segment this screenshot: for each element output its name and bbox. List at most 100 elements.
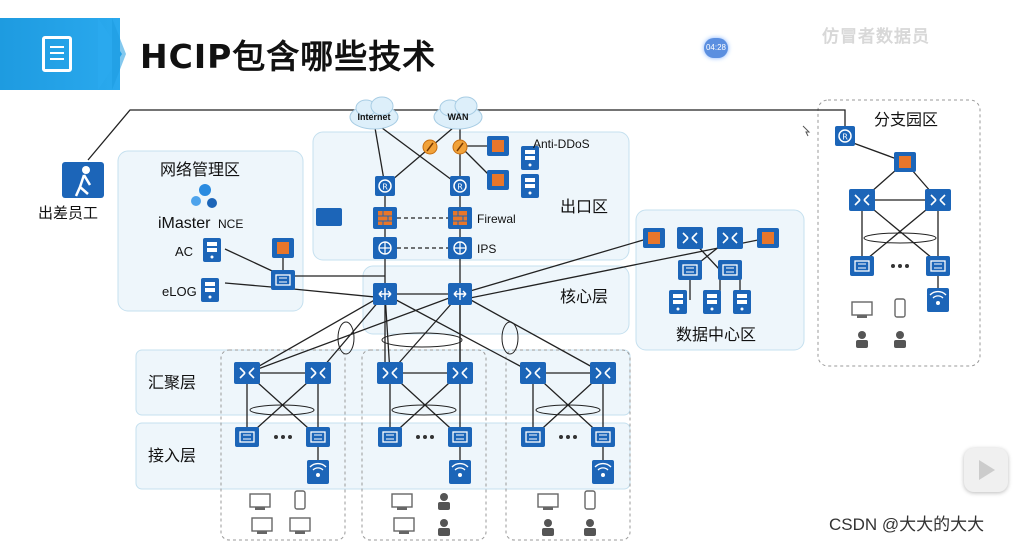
label-internet: Internet bbox=[357, 112, 390, 122]
user-icon bbox=[856, 331, 868, 348]
remote-staff-icon bbox=[62, 162, 104, 198]
label-branch: 分支园区 bbox=[874, 110, 938, 129]
branch-switch-icon bbox=[924, 188, 952, 212]
firewall-icon bbox=[372, 206, 398, 230]
mgmt-firewall-icon bbox=[272, 238, 294, 258]
lag-ring bbox=[249, 404, 315, 416]
core-switch-icon bbox=[372, 282, 398, 306]
pc-icon bbox=[851, 301, 873, 319]
ips-icon bbox=[447, 236, 473, 260]
branch-ap-icon bbox=[926, 287, 950, 313]
branch-access-icon bbox=[925, 255, 951, 277]
label-egress: 出口区 bbox=[560, 197, 608, 216]
imaster-nce-icon bbox=[191, 184, 217, 208]
dc-server-icon bbox=[669, 290, 687, 314]
pc-icon bbox=[391, 493, 413, 511]
access-switch-icon bbox=[520, 426, 546, 448]
lag-ring bbox=[381, 332, 463, 348]
user-icon bbox=[438, 493, 450, 510]
agg-switch-icon bbox=[446, 361, 474, 385]
mouse-cursor-icon bbox=[802, 125, 811, 137]
ha-links bbox=[397, 217, 448, 249]
anti-ddos-icon bbox=[487, 136, 509, 156]
links bbox=[87, 109, 939, 470]
label-datacenter: 数据中心区 bbox=[676, 325, 756, 344]
label-wan: WAN bbox=[448, 112, 469, 122]
label-network-mgmt: 网络管理区 bbox=[160, 160, 240, 179]
label-ips: IPS bbox=[477, 242, 496, 256]
agg-switch-icon bbox=[519, 361, 547, 385]
pc-icon bbox=[537, 493, 559, 511]
wireless-ap-icon bbox=[448, 459, 472, 485]
zone-core bbox=[362, 265, 630, 335]
label-remote-staff: 出差员工 bbox=[38, 204, 98, 222]
branch-switch-icon bbox=[848, 188, 876, 212]
printer-icon bbox=[289, 517, 311, 535]
dc-access-icon bbox=[677, 259, 703, 281]
ips-icon bbox=[372, 236, 398, 260]
firewall-icon bbox=[447, 206, 473, 230]
play-button[interactable] bbox=[964, 448, 1008, 492]
user-icon bbox=[894, 331, 906, 348]
internet-cloud-icon bbox=[349, 96, 399, 130]
label-anti-ddos: Anti-DDoS bbox=[533, 137, 590, 151]
monitor-icon bbox=[316, 208, 342, 226]
pod-1 bbox=[220, 349, 346, 541]
label-access: 接入层 bbox=[148, 446, 196, 465]
dc-firewall-icon bbox=[643, 228, 665, 248]
lag-ring bbox=[501, 321, 519, 355]
pc-icon bbox=[249, 493, 271, 511]
anti-ddos-server-icon bbox=[521, 174, 539, 198]
firewall-link-icon bbox=[452, 139, 468, 155]
label-elog: eLOG bbox=[162, 284, 197, 299]
branch-firewall-icon bbox=[894, 152, 916, 172]
access-switch-icon bbox=[377, 426, 403, 448]
header-chevron-shadow bbox=[112, 18, 126, 90]
header-bar: HCIP包含哪些技术 04:28 仿冒者数据员 bbox=[0, 0, 1014, 92]
core-switch-icon bbox=[447, 282, 473, 306]
user-icon bbox=[438, 519, 450, 536]
mgmt-switch-icon bbox=[270, 269, 296, 291]
agg-switch-icon bbox=[376, 361, 404, 385]
timer-badge[interactable]: 04:28 bbox=[704, 38, 728, 58]
router-icon bbox=[374, 175, 396, 197]
router-icon bbox=[449, 175, 471, 197]
ellipsis-icon bbox=[274, 264, 909, 439]
pod-2 bbox=[361, 349, 487, 541]
user-icon bbox=[584, 519, 596, 536]
agg-switch-icon bbox=[304, 361, 332, 385]
lag-ring bbox=[535, 404, 601, 416]
label-ac: AC bbox=[175, 244, 193, 259]
pod-3 bbox=[505, 349, 631, 541]
dc-server-icon bbox=[733, 290, 751, 314]
dc-server-icon bbox=[703, 290, 721, 314]
wireless-ap-icon bbox=[306, 459, 330, 485]
watermark-bottom-right: CSDN @大大的大大 bbox=[829, 515, 985, 534]
phone-icon bbox=[894, 298, 906, 318]
anti-ddos-icon bbox=[487, 170, 509, 190]
access-switch-icon bbox=[234, 426, 260, 448]
wan-cloud-icon bbox=[433, 96, 483, 130]
play-icon bbox=[979, 460, 995, 480]
agg-switch-icon bbox=[233, 361, 261, 385]
branch-access-icon bbox=[849, 255, 875, 277]
label-core: 核心层 bbox=[560, 287, 608, 306]
lag-ring bbox=[391, 404, 457, 416]
label-nce: NCE bbox=[218, 217, 243, 231]
branch-router-icon bbox=[834, 125, 856, 147]
agg-switch-icon bbox=[589, 361, 617, 385]
ac-server-icon bbox=[203, 238, 221, 262]
page-title: HCIP包含哪些技术 bbox=[140, 37, 437, 76]
document-icon bbox=[42, 36, 72, 72]
user-icon bbox=[542, 519, 554, 536]
phone-icon bbox=[294, 490, 306, 510]
access-switch-icon bbox=[447, 426, 473, 448]
elog-server-icon bbox=[201, 278, 219, 302]
wireless-ap-icon bbox=[591, 459, 615, 485]
dc-firewall-icon bbox=[757, 228, 779, 248]
lag-ring bbox=[337, 321, 355, 355]
dc-switch-icon bbox=[676, 226, 704, 250]
dc-switch-icon bbox=[716, 226, 744, 250]
lag-ring bbox=[863, 232, 937, 244]
